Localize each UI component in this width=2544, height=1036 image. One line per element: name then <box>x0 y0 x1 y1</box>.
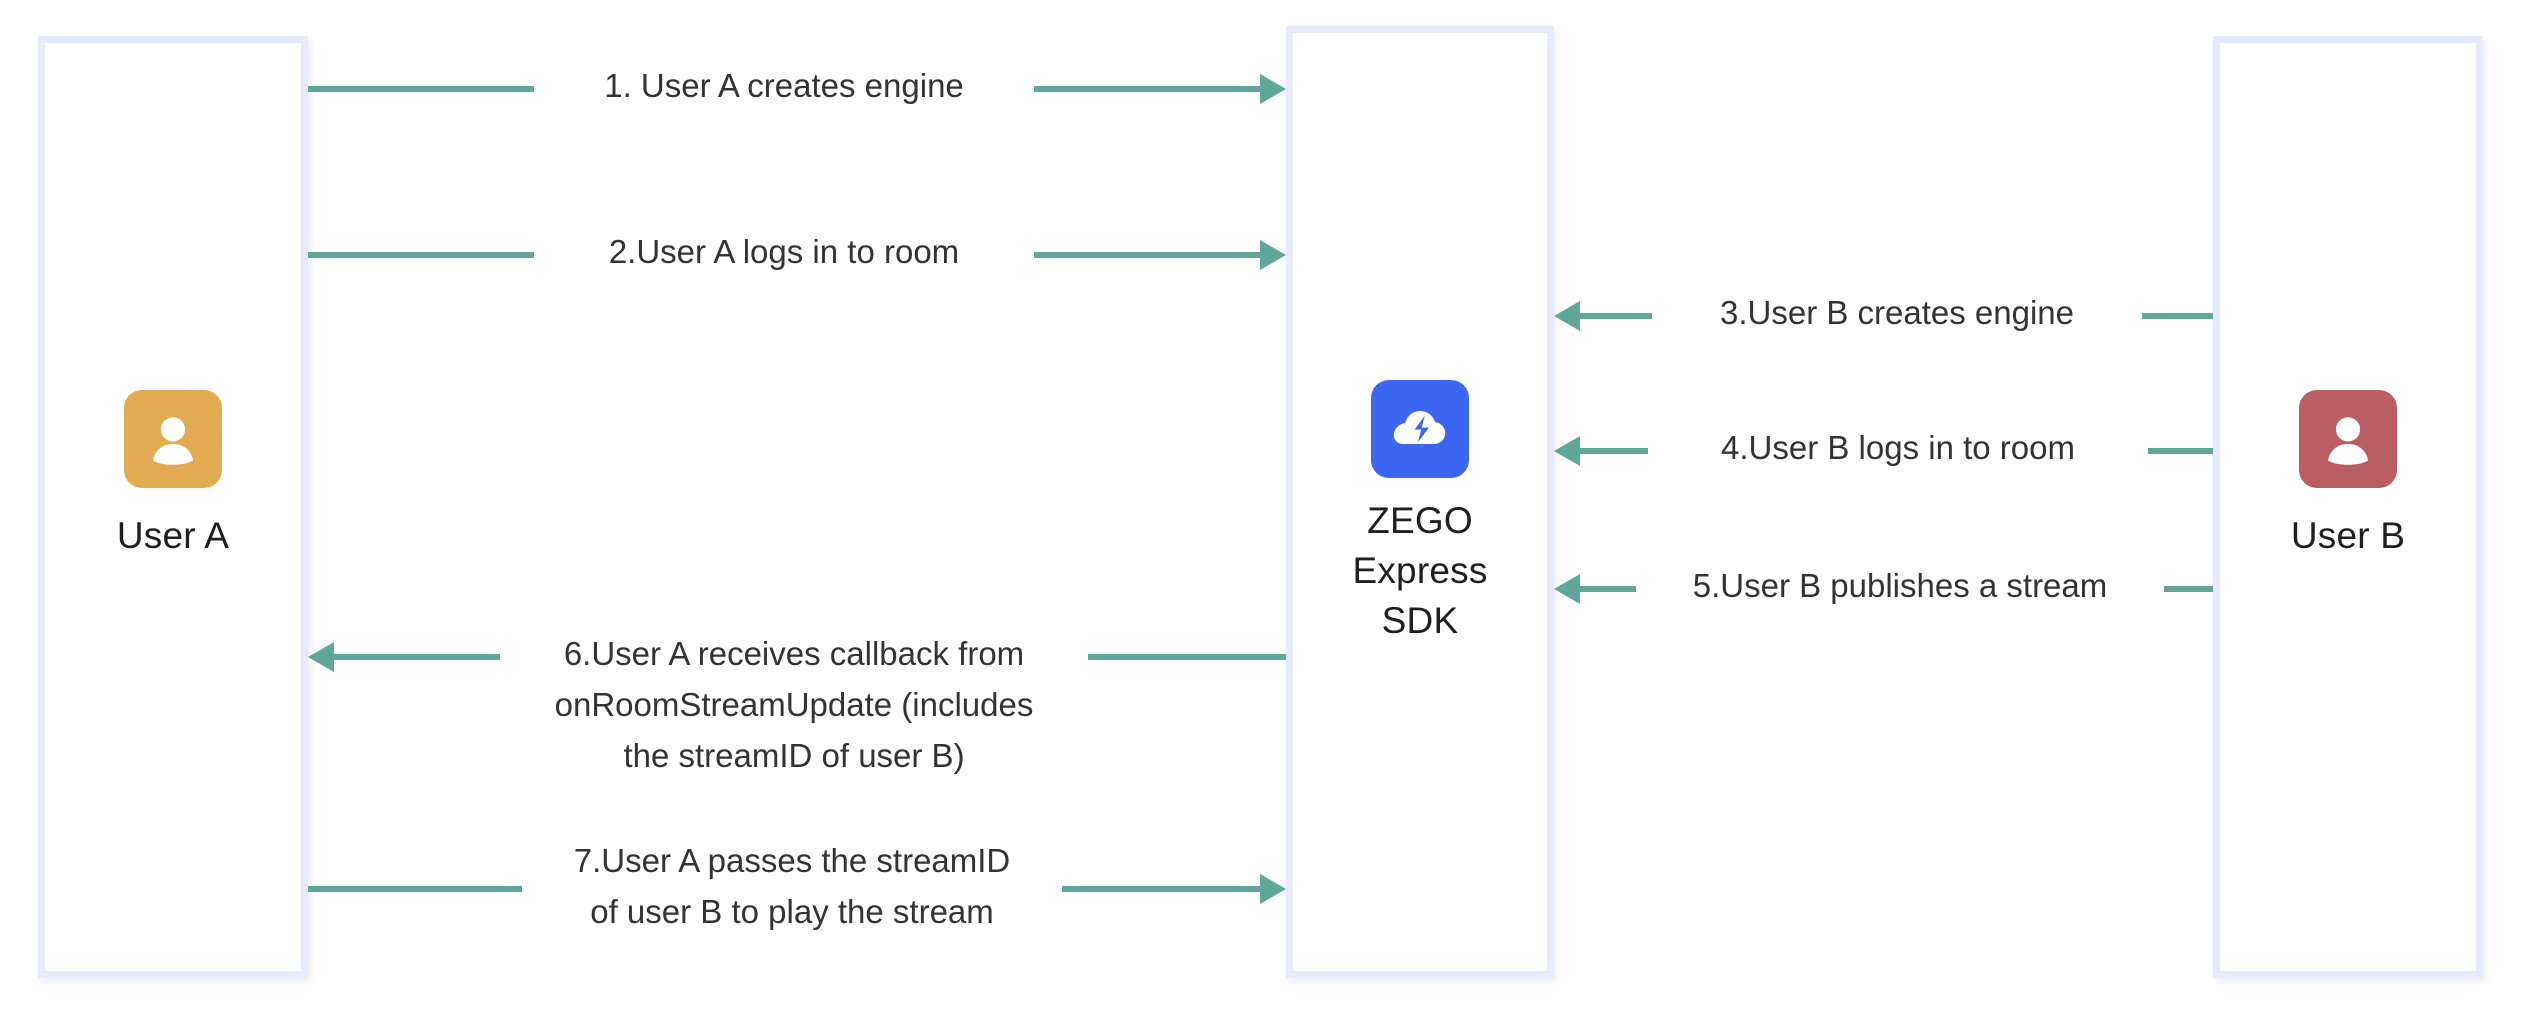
person-icon <box>142 408 204 470</box>
message-3-arrowhead <box>1554 301 1580 331</box>
message-1-label: 1. User A creates engine <box>534 60 1034 111</box>
actor-user-a: User A <box>38 390 308 561</box>
person-icon <box>2317 408 2379 470</box>
user-a-avatar <box>124 390 222 488</box>
user-a-label: User A <box>116 515 230 556</box>
message-7-label: 7.User A passes the streamID of user B t… <box>522 835 1062 937</box>
user-b-avatar <box>2299 390 2397 488</box>
message-2-arrowhead <box>1260 240 1286 270</box>
actor-zego-sdk: ZEGO Express SDK <box>1286 380 1554 646</box>
message-6-arrowhead <box>308 642 334 672</box>
lifeline-user-b <box>2213 36 2483 978</box>
message-5-label: 5.User B publishes a stream <box>1636 560 2164 611</box>
user-b-label: User B <box>2290 515 2406 556</box>
message-5-arrowhead <box>1554 574 1580 604</box>
zego-sdk-avatar <box>1371 380 1469 478</box>
message-4-arrowhead <box>1554 436 1580 466</box>
cloud-bolt-icon <box>1387 396 1453 462</box>
message-3-label: 3.User B creates engine <box>1652 287 2142 338</box>
actor-user-b: User B <box>2213 390 2483 561</box>
message-2-label: 2.User A logs in to room <box>534 226 1034 277</box>
message-6-label: 6.User A receives callback from onRoomSt… <box>500 628 1088 781</box>
message-4-label: 4.User B logs in to room <box>1648 422 2148 473</box>
message-1-arrowhead <box>1260 74 1286 104</box>
lifeline-zego-sdk <box>1286 26 1554 978</box>
message-7-arrowhead <box>1260 874 1286 904</box>
lifeline-user-a <box>38 36 308 978</box>
zego-sdk-label: ZEGO Express SDK <box>1352 500 1488 641</box>
